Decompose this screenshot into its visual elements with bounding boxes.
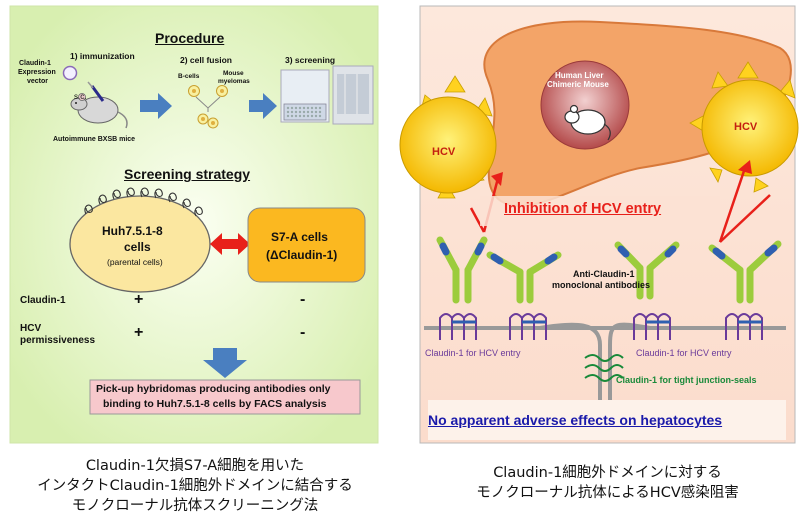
result-line-1: Pick-up hybridomas producing antibodies … — [96, 383, 331, 395]
claudin-proteins — [439, 313, 763, 340]
step-screening: 3) screening — [285, 55, 336, 65]
myeloma-label-2: myelomas — [218, 78, 250, 85]
chimeric-mouse-icon — [564, 104, 611, 141]
vector-plasmid — [62, 65, 78, 81]
huh-cell-sub: (parental cells) — [107, 257, 163, 267]
result-line-2: binding to Huh7.5.1-8 cells by FACS anal… — [103, 398, 327, 410]
s7a-hcv-minus: - — [300, 324, 306, 341]
strategy-title: Screening strategy — [124, 166, 251, 182]
bxsb-mouse-icon — [70, 81, 128, 129]
vector-label-1: Claudin-1 — [19, 60, 51, 67]
huh-cell-label-2: cells — [124, 240, 151, 254]
screening-plate-image — [280, 69, 330, 123]
down-arrow — [203, 348, 247, 378]
vector-label-2: Expression — [18, 69, 56, 76]
mouse-label-2: Chimeric Mouse — [547, 80, 609, 89]
s7a-label-2: (ΔClaudin-1) — [266, 248, 338, 262]
mouse-label-1: Human Liver — [555, 71, 604, 80]
row-hcv-label-1: HCV — [20, 323, 42, 334]
left-caption-2: インタクトClaudin-1細胞外ドメインに結合する — [37, 478, 353, 494]
left-caption-3: モノクローナル抗体スクリーニング法 — [71, 498, 319, 514]
cell-fusion-icon — [188, 85, 228, 129]
antibody-label-1: Anti-Claudin-1 — [573, 269, 635, 279]
step-immunization: 1) immunization — [70, 51, 135, 61]
claudin-entry-label-left: Claudin-1 for HCV entry — [425, 348, 521, 358]
step-cell-fusion: 2) cell fusion — [180, 55, 232, 65]
myeloma-label-1: Mouse — [223, 70, 244, 77]
bcells-label: B-cells — [178, 73, 200, 80]
huh-cell-shape — [69, 187, 211, 293]
hcv-label-right: HCV — [734, 121, 758, 133]
claudin-tight-label: Claudin-1 for tight junction-seals — [616, 375, 757, 385]
hcv-virus-right — [689, 61, 799, 193]
row-hcv-label-2: permissiveness — [20, 335, 96, 346]
huh-claudin-plus: + — [134, 291, 144, 308]
right-caption-1: Claudin-1細胞外ドメインに対する — [493, 465, 722, 481]
screening-lab-image — [332, 65, 374, 125]
s7a-label-1: S7-A cells — [271, 230, 328, 244]
sc-label: s.c. — [74, 92, 87, 101]
result-box — [89, 379, 361, 415]
claudin-entry-label-right: Claudin-1 for HCV entry — [636, 348, 732, 358]
hcv-label-left: HCV — [432, 146, 456, 158]
procedure-arrow-2 — [249, 93, 277, 119]
inhibition-arrows — [469, 160, 771, 243]
comparison-double-arrow — [210, 233, 250, 255]
procedure-arrow-1 — [140, 93, 172, 119]
inhibition-label: Inhibition of HCV entry — [504, 201, 662, 217]
row-claudin-label: Claudin-1 — [20, 295, 66, 306]
hcv-virus-left — [399, 75, 497, 199]
no-effects-label: No apparent adverse effects on hepatocyt… — [428, 412, 723, 428]
right-caption-2: モノクローナル抗体によるHCV感染阻害 — [476, 485, 739, 501]
huh-hcv-plus: + — [134, 324, 144, 341]
vector-label-3: vector — [27, 78, 49, 85]
tight-junction-claudin — [584, 354, 624, 382]
huh-cell-label-1: Huh7.5.1-8 — [102, 224, 163, 238]
s7a-claudin-minus: - — [300, 291, 306, 308]
s7a-cell-box — [247, 207, 366, 283]
antibodies — [436, 236, 782, 304]
procedure-title: Procedure — [155, 30, 225, 46]
mice-label: Autoimmune BXSB mice — [53, 136, 136, 143]
left-caption-1: Claudin-1欠損S7-A細胞を用いた — [85, 458, 305, 474]
antibody-label-2: monoclonal antibodies — [552, 280, 651, 290]
